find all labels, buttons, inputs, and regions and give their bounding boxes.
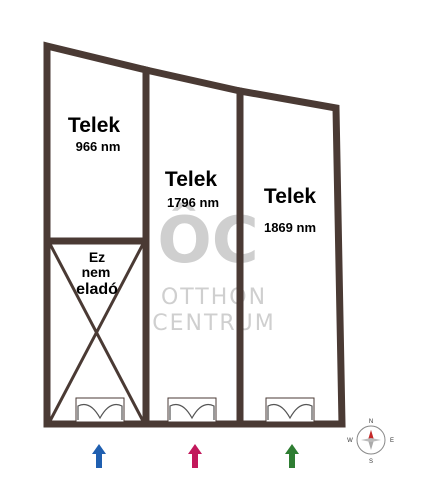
watermark: ÔC OTTHON CENTRUM [152,202,276,336]
gate-icon [167,397,217,423]
plot-2-area: 1796 nm [167,195,219,210]
entrance-arrows [92,444,299,468]
plot-3-outline [236,86,346,428]
not-for-sale-line1: Ez [89,249,105,265]
plot-3-title: Telek [264,185,316,208]
not-for-sale-line3: eladó [76,281,118,298]
compass-rose-icon: N E S W [347,419,394,465]
watermark-line2: CENTRUM [152,311,276,336]
compass-s: S [369,459,373,465]
not-for-sale-line2: nem [82,264,111,280]
compass-e: E [390,438,394,444]
watermark-line1: OTTHON [161,285,267,310]
gates [75,397,315,423]
compass-w: W [347,438,353,444]
not-for-sale-cross [48,243,145,422]
plot-1-title: Telek [68,114,120,137]
plot-3-area: 1869 nm [264,220,316,235]
arrow-up-icon [92,444,106,468]
arrow-up-icon [285,444,299,468]
compass-n: N [369,419,373,425]
arrow-up-icon [188,444,202,468]
plot-1-outline [43,41,150,428]
gate-icon [265,397,315,423]
plot-1-area: 966 nm [76,139,121,154]
plot-walls [43,41,346,428]
plot-2-title: Telek [165,168,217,191]
gate-icon [75,397,125,423]
